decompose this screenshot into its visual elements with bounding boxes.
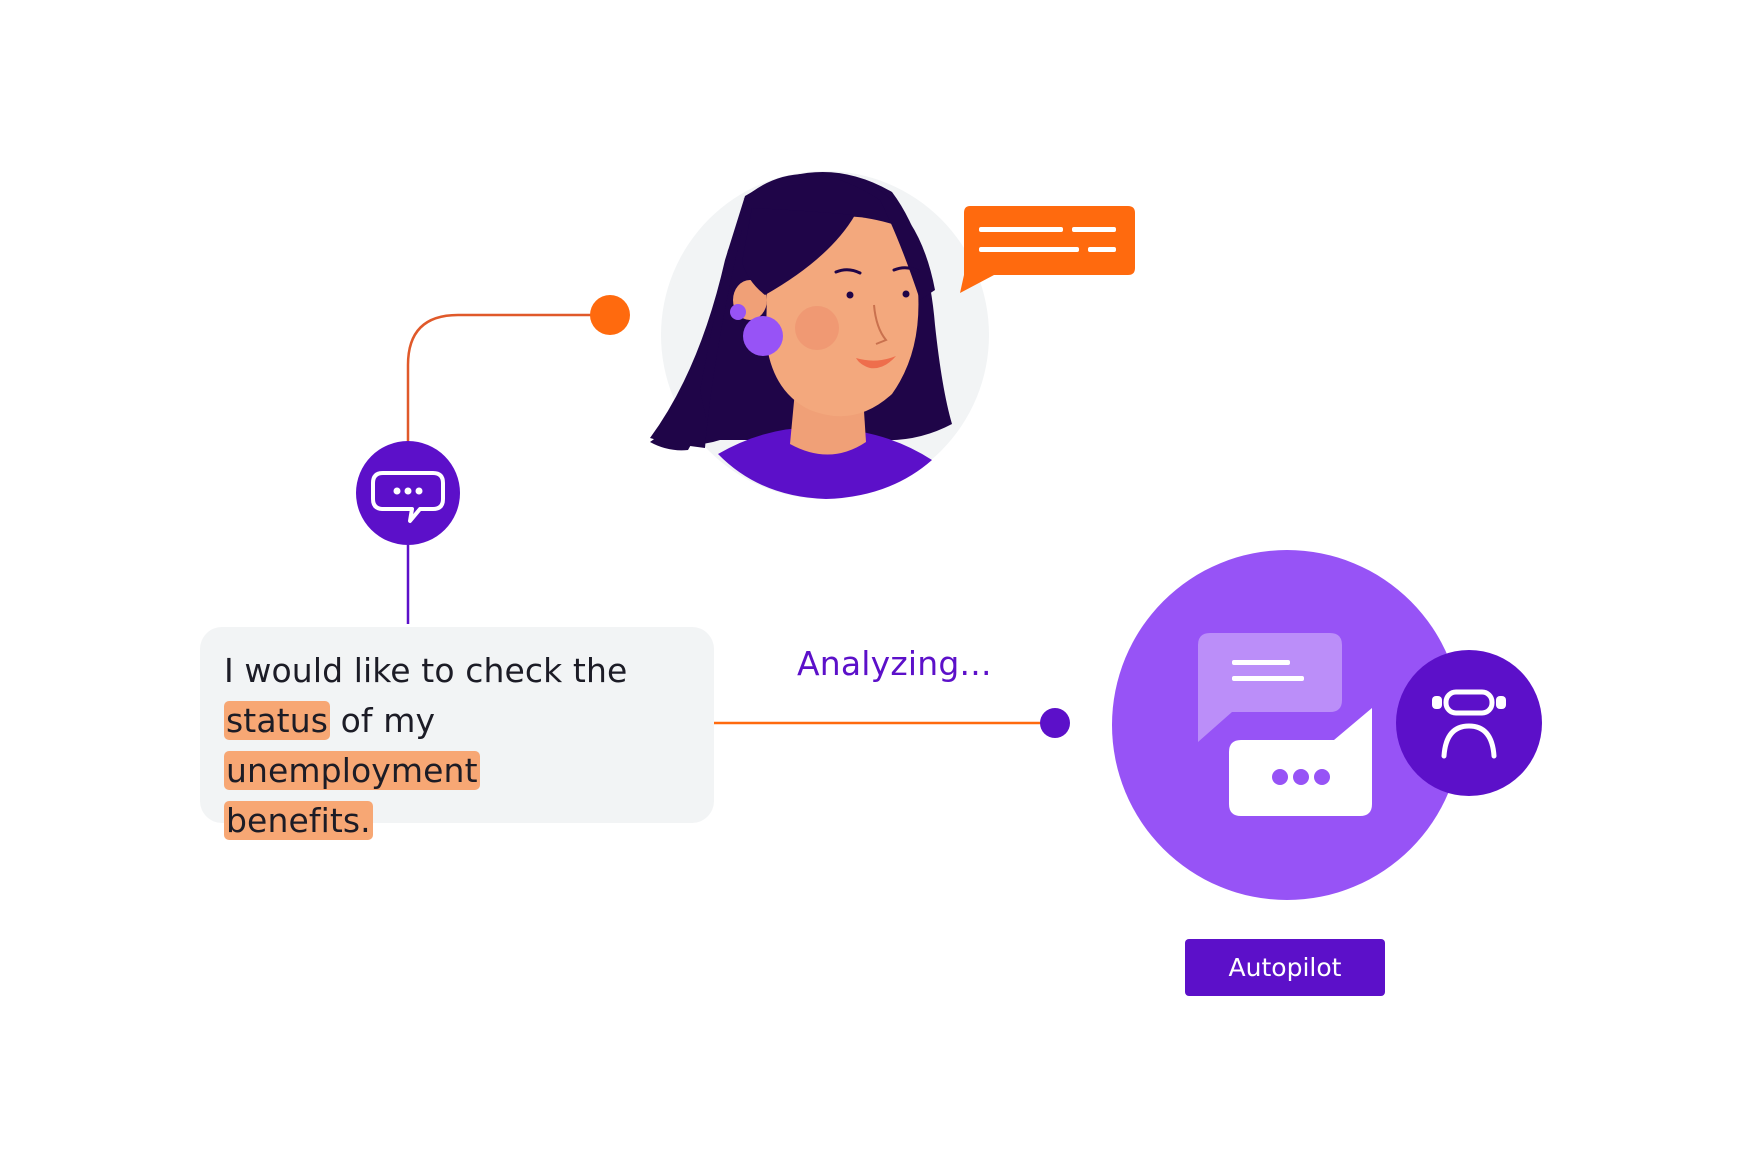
connector-user-to-chat-node — [406, 313, 610, 448]
keyword-unemployment: unemployment — [224, 751, 480, 790]
agent-badge — [1396, 650, 1542, 796]
user-speech-bubble — [960, 206, 1135, 293]
chat-bubble-icon — [371, 471, 445, 523]
orange-endpoint-dot — [590, 295, 630, 335]
user-avatar — [650, 171, 989, 499]
keyword-benefits: benefits. — [224, 801, 373, 840]
analyzing-status: Analyzing... — [797, 644, 992, 683]
message-connector-text: of my — [330, 701, 436, 740]
chat-bubble-node — [356, 441, 460, 545]
message-card: I would like to check the status of my un… — [200, 627, 714, 840]
conversation-icon — [1198, 633, 1372, 816]
keyword-status: status — [224, 701, 331, 740]
message-text: I would like to check the status of my un… — [224, 646, 696, 846]
purple-endpoint-dot — [1040, 708, 1070, 738]
agent-headset-icon — [1432, 689, 1506, 759]
autopilot-node — [1112, 550, 1462, 900]
message-line-1: I would like to check the — [224, 651, 628, 690]
autopilot-button[interactable]: Autopilot — [1185, 939, 1385, 996]
